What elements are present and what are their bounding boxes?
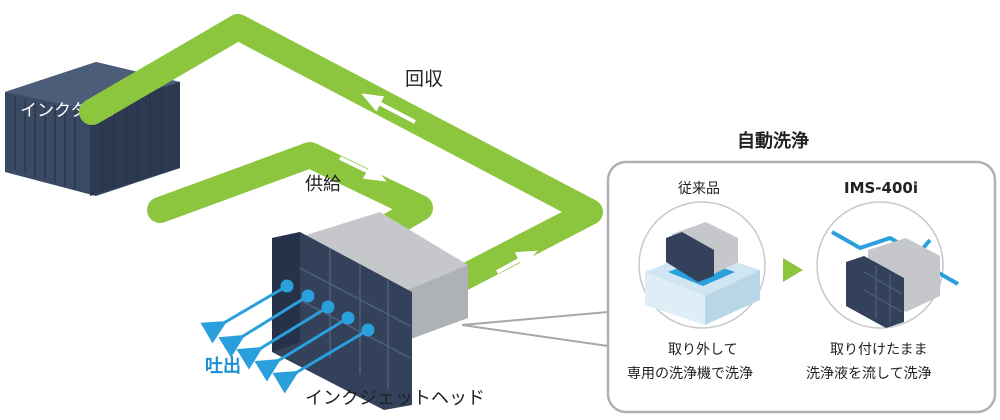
supply-arrow-icon: [339, 156, 387, 182]
callout-pointer: [461, 311, 609, 347]
product-title: IMS-400i: [844, 179, 918, 197]
inkjet-head: [272, 212, 468, 410]
supply-label: 供給: [305, 174, 341, 195]
callout-title: 自動洗浄: [737, 130, 809, 152]
attached-head-illustration: [831, 230, 959, 328]
conventional-line2: 専用の洗浄機で洗浄: [627, 366, 753, 382]
auto-cleaning-callout: 自動洗浄 従来品 取り外して 専用の洗浄機で洗浄 IMS-400i: [606, 130, 997, 414]
discharge-jets: [200, 279, 375, 394]
inkjet-head-label: インクジェットヘッド: [305, 388, 485, 409]
discharge-label: 吐出: [205, 355, 241, 377]
recovery-arrow-icon: [361, 93, 416, 124]
product-line1: 取り付けたまま: [830, 342, 928, 358]
recovery-arrow-icon-2: [496, 250, 538, 274]
recovery-label: 回収: [405, 68, 443, 90]
conventional-title: 従来品: [678, 181, 720, 197]
conventional-line1: 取り外して: [668, 342, 738, 358]
cleaning-tank-illustration: [645, 222, 760, 325]
comparison-arrow-icon: [783, 258, 803, 282]
product-line2: 洗浄液を流して洗浄: [806, 366, 932, 382]
